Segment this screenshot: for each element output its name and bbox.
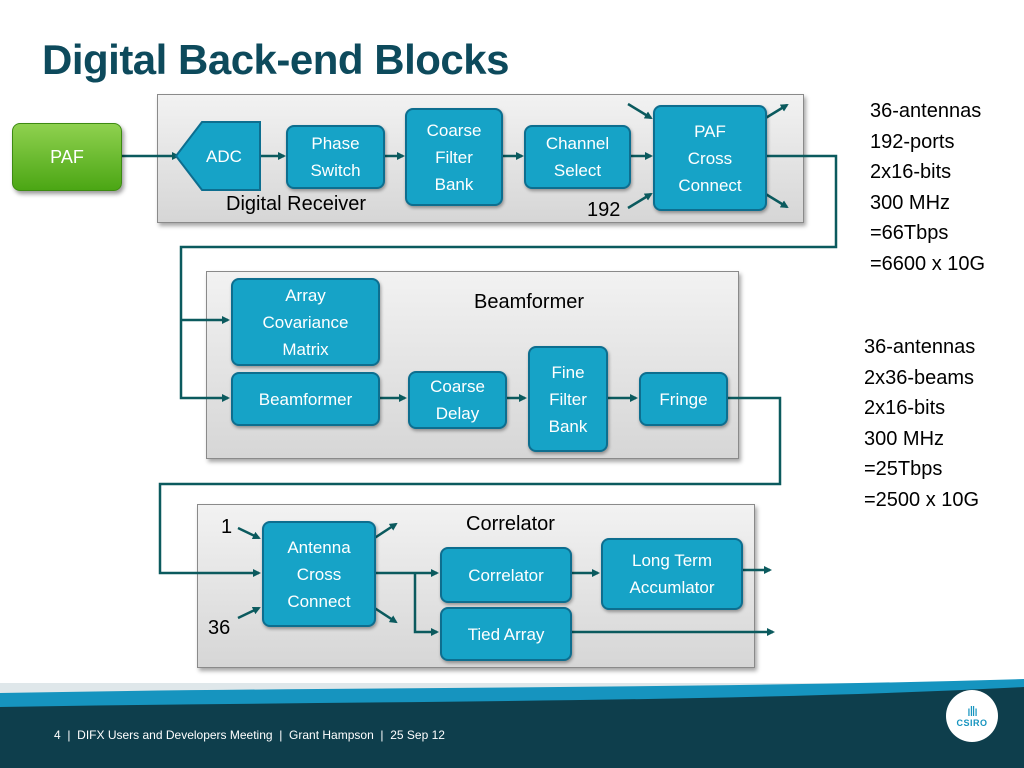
rate-notes-beamformer: 36-antennas 2x36-beams 2x16-bits 300 MHz… <box>864 332 979 515</box>
coarse-filter-bank-line1: Coarse <box>426 120 482 140</box>
channel-select-line1: Channel <box>545 134 610 153</box>
acc-line3: Connect <box>287 591 351 611</box>
correlator-block: Correlator <box>440 547 572 603</box>
beamformer-panel-label: Beamformer <box>474 291 585 313</box>
rate-note: 192-ports <box>870 130 955 153</box>
fringe-block: Fringe <box>639 372 728 426</box>
lta-line1: Long Term <box>631 551 712 570</box>
correlator-block-label: Correlator <box>468 565 544 585</box>
phase-switch-line1: Phase <box>311 134 360 153</box>
adc-label: ADC <box>206 147 242 166</box>
tied-array-block-label: Tied Array <box>467 624 545 644</box>
rate-note: 300 MHz <box>864 427 945 450</box>
acc-line1: Antenna <box>287 537 351 557</box>
acm-line1: Array <box>285 285 326 305</box>
csiro-logo-text: CSIRO <box>956 718 988 728</box>
rate-note: 300 MHz <box>870 191 951 214</box>
rate-notes-receiver: 36-antennas 192-ports 2x16-bits 300 MHz … <box>870 96 985 279</box>
paf-source-block: PAF <box>12 123 122 191</box>
fine-filter-bank-line1: Fine <box>551 362 585 382</box>
acc-line2: Cross <box>296 564 342 584</box>
footer-author: Grant Hampson <box>289 728 374 742</box>
rate-note: =66Tbps <box>870 222 949 244</box>
fine-filter-bank-line3: Bank <box>548 416 588 436</box>
rate-note: =2500 x 10G <box>864 488 980 511</box>
lta-line2: Accumlator <box>629 578 715 597</box>
csiro-logo-icon: ıllı <box>967 703 978 719</box>
input-last-label: 36 <box>208 617 231 639</box>
acm-line3: Matrix <box>282 339 329 359</box>
footer-separator: | <box>380 728 384 742</box>
beamformer-block-label: Beamformer <box>258 389 353 409</box>
input-first-label: 1 <box>221 516 233 538</box>
paf-cross-connect-line1: PAF <box>694 121 726 141</box>
rate-note: =25Tbps <box>864 458 943 480</box>
acm-line2: Covariance <box>262 312 349 332</box>
channel-select-line2: Select <box>553 161 602 180</box>
footer-event: DIFX Users and Developers Meeting <box>77 728 273 742</box>
page-title: Digital Back-end Blocks <box>42 36 509 83</box>
footer-page-number: 4 <box>54 728 61 742</box>
rate-note: 36-antennas <box>864 336 976 358</box>
rate-note: 36-antennas <box>870 100 982 122</box>
phase-switch-line2: Switch <box>310 161 361 180</box>
rate-note: 2x36-beams <box>864 366 975 389</box>
coarse-delay-line1: Coarse <box>430 377 485 396</box>
coarse-filter-bank-line2: Filter <box>435 147 473 167</box>
rate-note: 2x16-bits <box>864 397 946 419</box>
footer-text: 4 | DIFX Users and Developers Meeting | … <box>54 728 445 742</box>
footer-band <box>0 679 1024 768</box>
rate-note: 2x16-bits <box>870 161 952 183</box>
ports-count-label: 192 <box>587 199 621 221</box>
coarse-filter-bank-line3: Bank <box>434 174 474 194</box>
footer-date: 25 Sep 12 <box>390 728 445 742</box>
footer-separator: | <box>67 728 71 742</box>
adc-block: ADC <box>174 121 261 191</box>
paf-cross-connect-line2: Cross <box>687 148 733 168</box>
correlator-panel-label: Correlator <box>466 513 555 535</box>
digital-receiver-label: Digital Receiver <box>226 193 367 215</box>
rate-note: =6600 x 10G <box>870 252 986 275</box>
fringe-block-label: Fringe <box>659 389 708 409</box>
fine-filter-bank-line2: Filter <box>549 389 587 409</box>
paf-cross-connect-line3: Connect <box>678 175 742 195</box>
tied-array-block: Tied Array <box>440 607 572 661</box>
beamformer-block: Beamformer <box>231 372 380 426</box>
footer-separator: | <box>279 728 283 742</box>
coarse-delay-line2: Delay <box>435 404 480 423</box>
csiro-logo: ıllı CSIRO <box>946 690 998 742</box>
